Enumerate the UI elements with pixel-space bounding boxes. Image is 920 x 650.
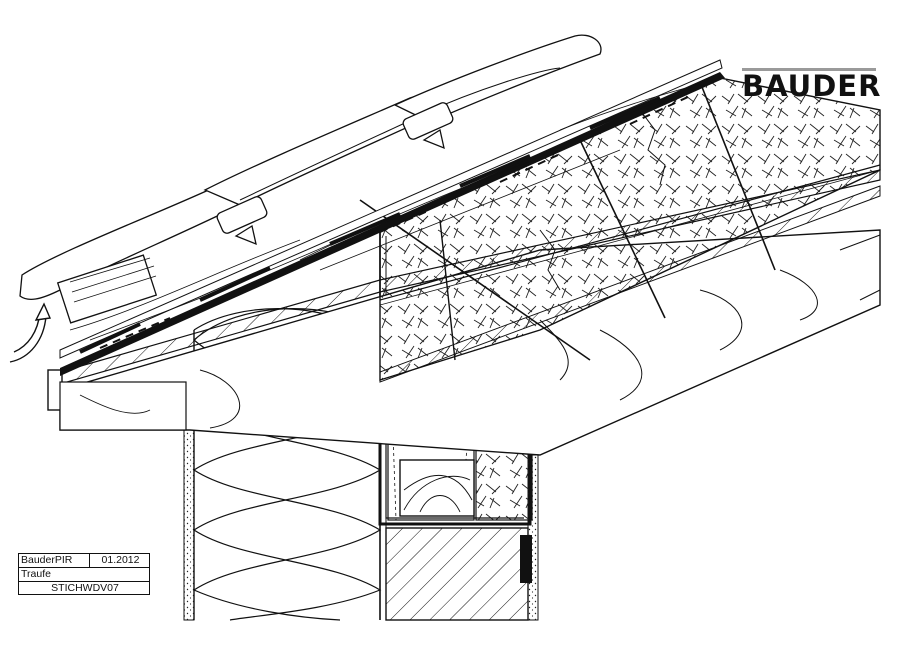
drawing-date: 01.2012	[89, 554, 149, 567]
bauder-logo: BAUDER	[738, 68, 882, 104]
ring-beam	[385, 527, 532, 621]
product-name: BauderPIR	[21, 554, 73, 566]
ventilation-arrow	[9, 302, 52, 363]
roof-tiles	[19, 34, 701, 341]
title-block-row-detail: Traufe	[19, 568, 149, 582]
drawing-id: STICHWDV07	[51, 582, 119, 594]
counter-battens	[59, 59, 725, 376]
title-block-row-product: BauderPIR 01.2012	[19, 554, 149, 568]
eaves-fascia	[47, 369, 187, 431]
detail-name: Traufe	[21, 568, 51, 580]
title-block-row-id: STICHWDV07	[19, 582, 149, 595]
logo-topline	[742, 68, 876, 71]
logo-text: BAUDER	[742, 69, 882, 103]
title-block: BauderPIR 01.2012 Traufe STICHWDV07	[18, 553, 150, 595]
